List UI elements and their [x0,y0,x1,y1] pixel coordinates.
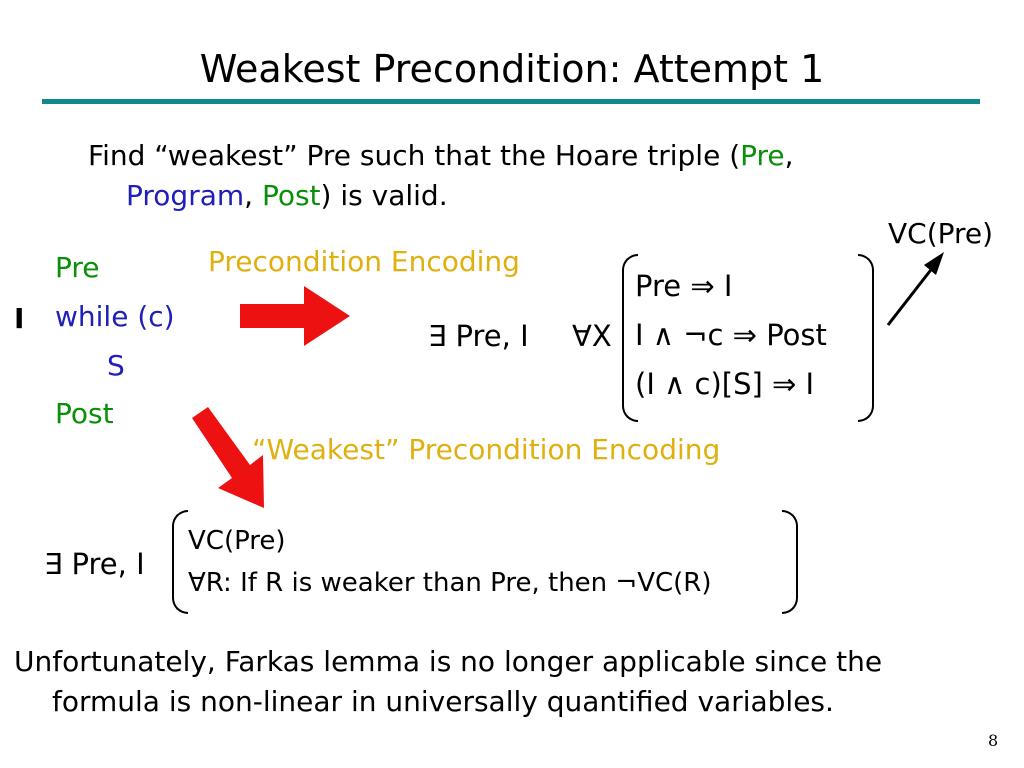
intro-comma: , [784,139,794,172]
program-body: S [107,349,125,382]
encoding1-line-2: I ∧ ¬c ⇒ Post [635,318,827,352]
encoding2-exists: ∃ Pre, I [44,547,145,581]
intro-line-1: Find “weakest” Pre such that the Hoare t… [88,136,794,176]
encoding1-line-1: Pre ⇒ I [635,269,733,303]
intro-program: Program [126,179,245,212]
encoding2-left-paren [172,510,188,614]
right-arrow-icon [240,286,350,346]
program-while: while (c) [55,300,175,333]
intro-pre: Pre [740,139,785,172]
conclusion-line-2: formula is non-linear in universally qua… [52,685,834,718]
intro-suffix: ) is valid. [320,179,448,212]
precondition-encoding-label: Precondition Encoding [208,245,520,278]
encoding2-line-2: ∀R: If R is weaker than Pre, then ¬VC(R) [188,568,712,598]
slide-title: Weakest Precondition: Attempt 1 [199,47,825,91]
intro-post: Post [261,179,321,212]
vc-arrow-line [886,261,939,326]
encoding1-exists: ∃ Pre, I [428,319,529,353]
encoding2-right-paren [782,510,798,614]
vc-arrow-head-icon [924,252,944,275]
conclusion-line-1: Unfortunately, Farkas lemma is no longer… [14,645,883,678]
encoding2-line-1: VC(Pre) [188,526,286,556]
intro-prefix: Find “weakest” Pre such that the Hoare t… [88,139,741,172]
page-number: 8 [988,731,999,750]
encoding1-forall: ∀X [572,319,612,353]
invariant-label: I [14,302,25,335]
encoding1-line-3: (I ∧ c)[S] ⇒ I [635,367,815,401]
encoding1-right-paren [858,254,874,422]
vc-pre-label: VC(Pre) [888,217,994,250]
program-pre: Pre [55,251,100,284]
intro-comma-2: , [244,179,262,212]
weakest-encoding-label: “Weakest” Precondition Encoding [252,433,721,466]
title-divider [42,99,980,104]
down-right-arrow-icon [192,407,264,508]
program-post: Post [55,397,114,430]
intro-line-2: Program, Post) is valid. [126,176,448,216]
